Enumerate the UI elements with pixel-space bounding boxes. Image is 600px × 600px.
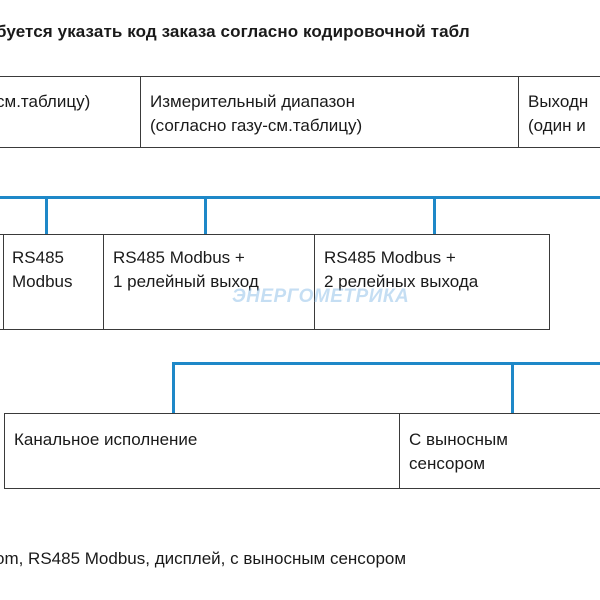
output-option-cell-1 bbox=[3, 234, 104, 330]
range-table-cell-2-text: Измерительный диапазон (согласно газу-см… bbox=[150, 92, 363, 135]
output-connector-drop-3 bbox=[433, 196, 436, 235]
range-table-cell-2 bbox=[140, 76, 519, 148]
design-option-cell-1-text: Канальное исполнение bbox=[14, 430, 198, 449]
output-option-cell-3-text: RS485 Modbus + 2 релейных выхода bbox=[324, 248, 479, 291]
range-table-cell-1-text: см.таблицу) bbox=[0, 92, 91, 111]
design-connector-horizontal bbox=[172, 362, 600, 365]
design-connector-drop-1 bbox=[172, 362, 175, 414]
output-option-cell-1-text: RS485 Modbus bbox=[12, 248, 73, 291]
range-table-cell-3 bbox=[518, 76, 600, 148]
design-connector-drop-2 bbox=[511, 362, 514, 414]
order-example-text: om, RS485 Modbus, дисплей, с выносным се… bbox=[0, 549, 407, 568]
page-title: буется указать код заказа согласно кодир… bbox=[0, 22, 470, 41]
watermark: ЭНЕРГОМЕТРИКА bbox=[232, 286, 410, 307]
output-option-cell-2-text: RS485 Modbus + 1 релейный выход bbox=[113, 248, 259, 291]
range-table-cell-1 bbox=[0, 76, 141, 148]
output-connector-drop-2 bbox=[204, 196, 207, 235]
range-table-cell-3-text: Выходн (один и bbox=[528, 92, 589, 135]
design-option-cell-2 bbox=[399, 413, 600, 489]
output-option-cell-3 bbox=[314, 234, 550, 330]
design-option-cell-2-text: С выносным сенсором bbox=[409, 430, 508, 473]
output-option-cell-2 bbox=[103, 234, 315, 330]
output-connector-drop-1 bbox=[45, 196, 48, 235]
output-connector-horizontal bbox=[0, 196, 600, 199]
